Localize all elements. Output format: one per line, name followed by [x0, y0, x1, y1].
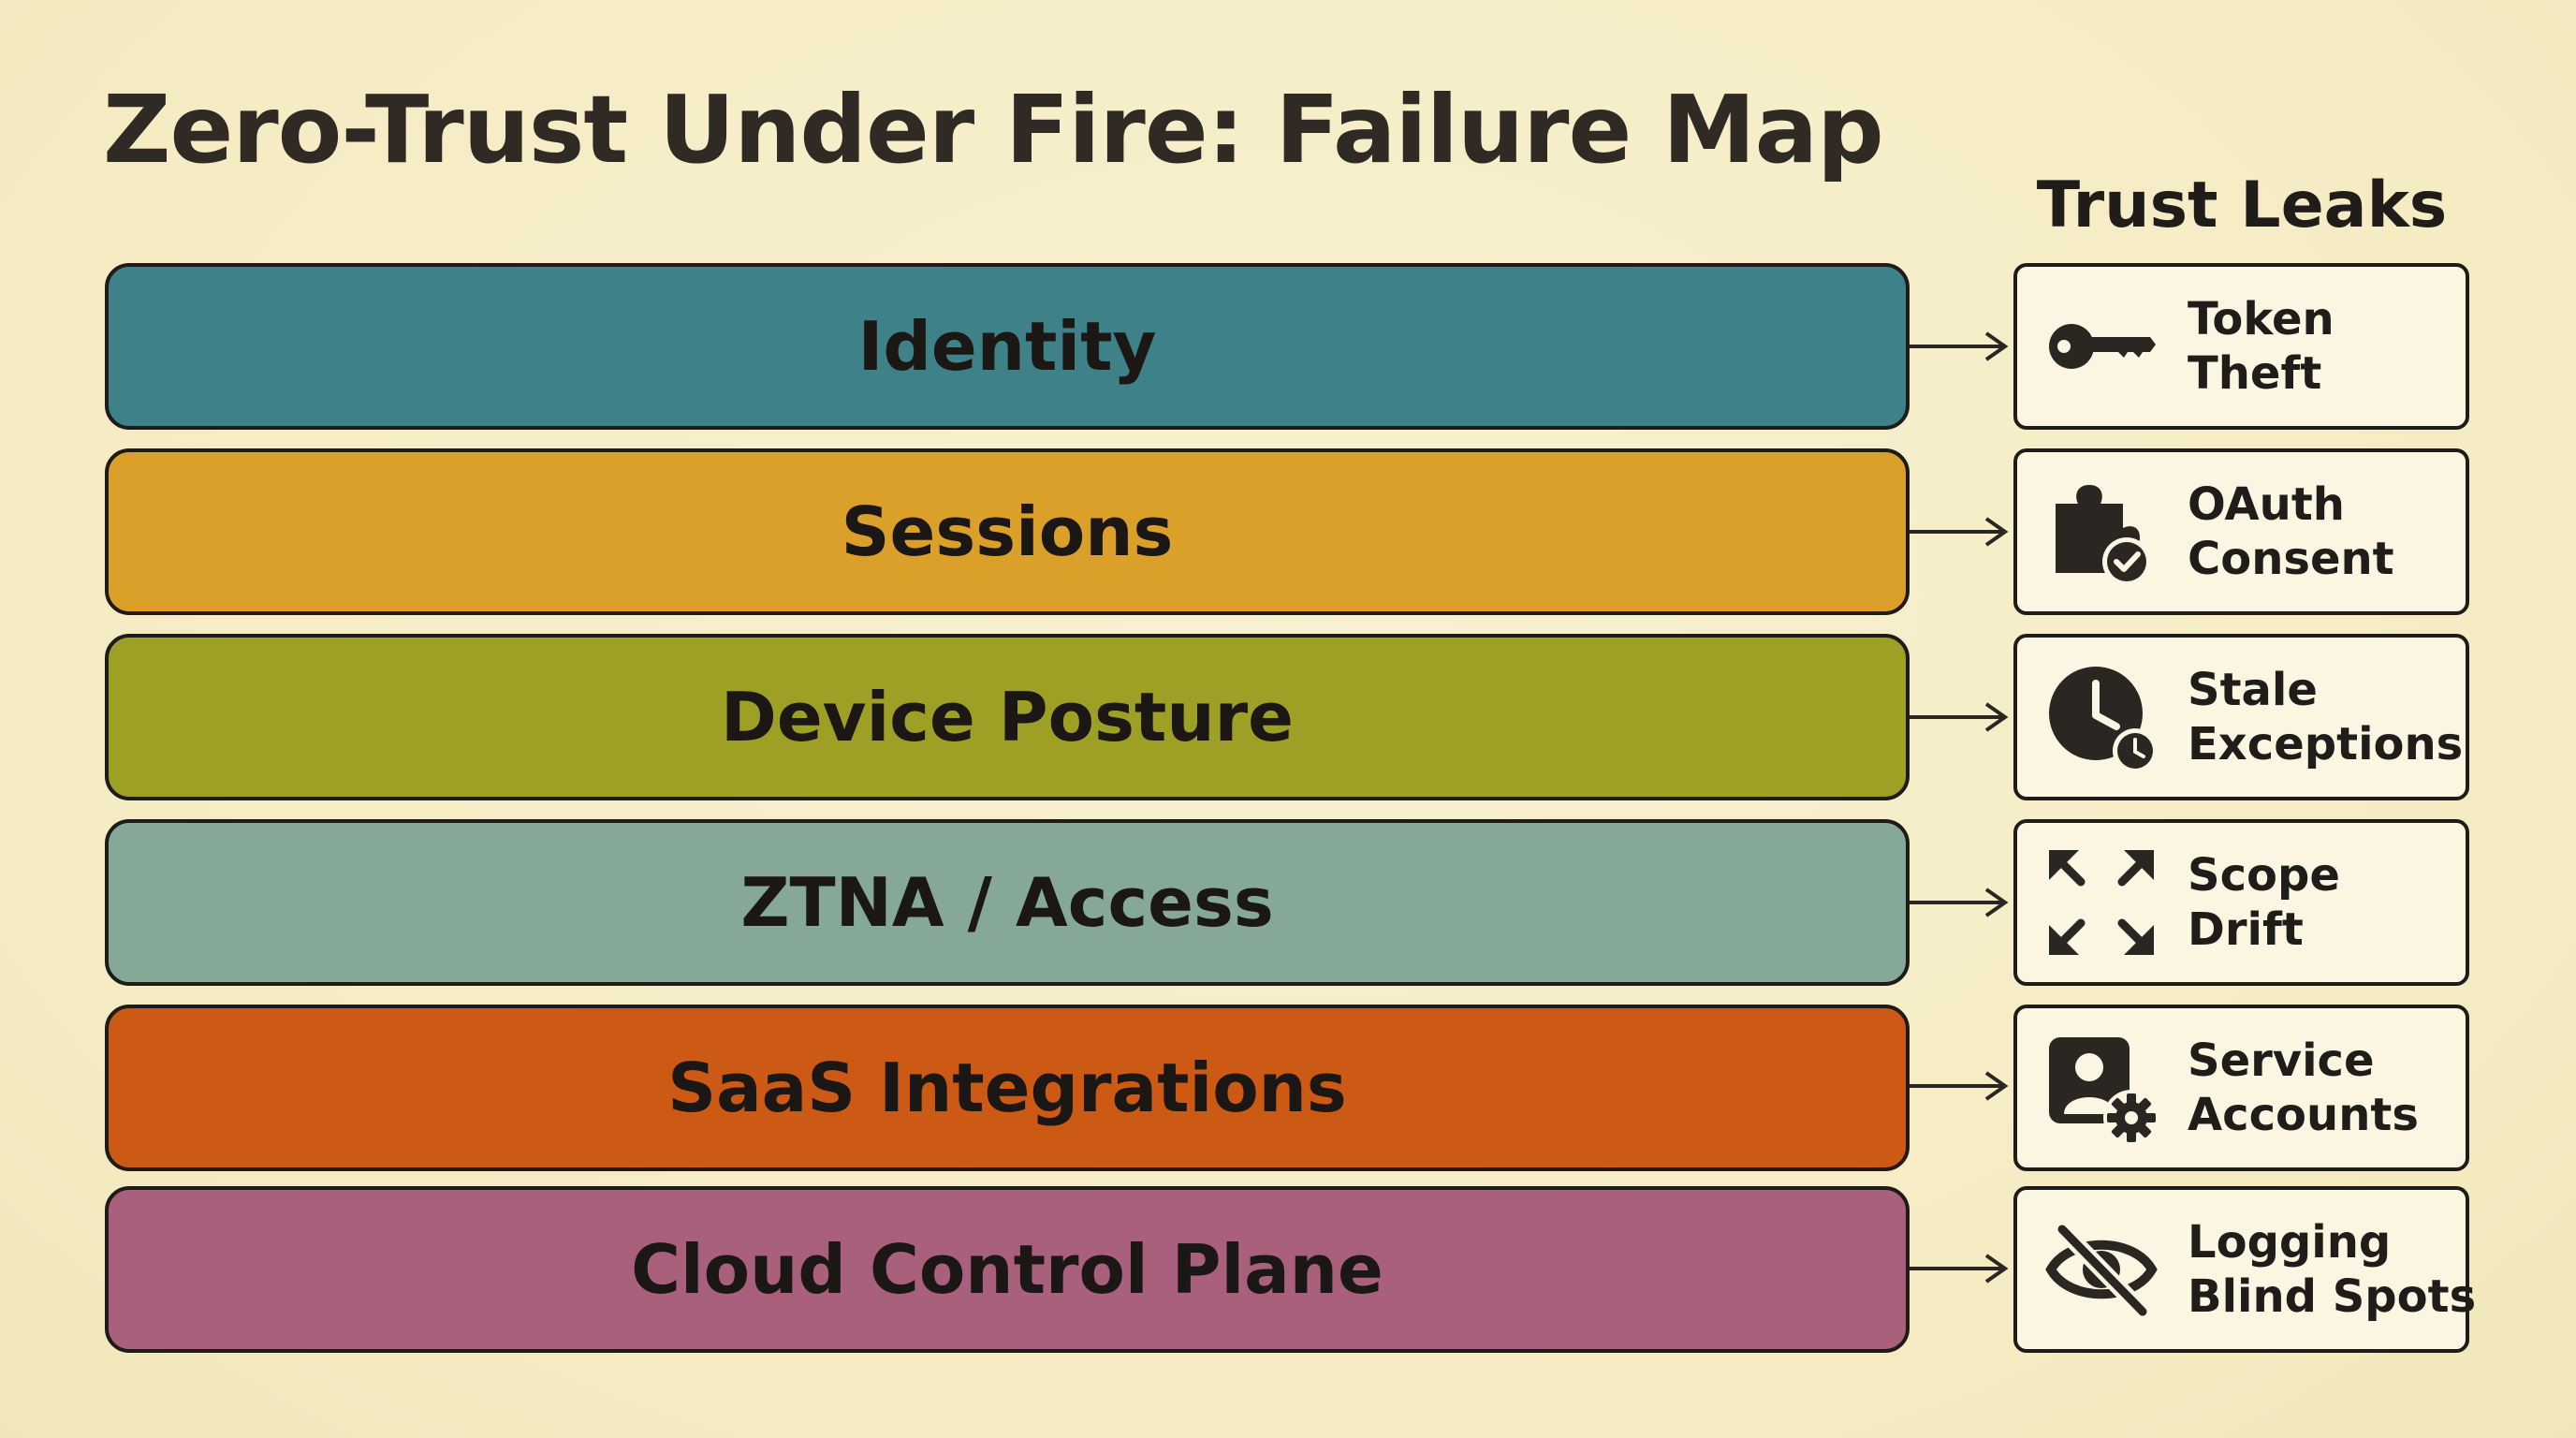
leak-line2: Accounts — [2188, 1089, 2419, 1141]
leak-oauth-consent: OAuth Consent — [2013, 448, 2469, 615]
arrow-icon — [1910, 1071, 2009, 1101]
layer-sessions: Sessions — [105, 448, 1910, 615]
arrow-icon — [1910, 331, 2009, 361]
layer-label: Device Posture — [721, 678, 1294, 756]
leak-line2: Drift — [2188, 903, 2304, 956]
leak-line1: Logging — [2188, 1216, 2392, 1269]
layer-identity: Identity — [105, 263, 1910, 430]
leak-line2: Consent — [2188, 533, 2394, 585]
leak-line1: Token — [2188, 293, 2334, 345]
leak-line1: OAuth — [2188, 478, 2345, 531]
layer-saas-integrations: SaaS Integrations — [105, 1005, 1910, 1171]
leak-logging-blind-spots: Logging Blind Spots — [2013, 1186, 2476, 1353]
page-title: Zero-Trust Under Fire: Failure Map — [103, 75, 1884, 184]
layer-label: ZTNA / Access — [740, 863, 1274, 942]
arrow-icon — [1910, 888, 2009, 917]
leak-line1: Scope — [2188, 849, 2340, 902]
trust-leaks-heading: Trust Leaks — [2036, 169, 2448, 242]
puzzle-check-icon — [2045, 476, 2158, 588]
layer-label: SaaS Integrations — [667, 1049, 1347, 1127]
arrow-icon — [1910, 1254, 2009, 1284]
layer-cloud-control-plane: Cloud Control Plane — [105, 1186, 1910, 1353]
leak-line1: Service — [2188, 1034, 2375, 1087]
arrow-icon — [1910, 702, 2009, 732]
leak-line1: Stale — [2188, 664, 2318, 716]
leak-service-accounts: Service Accounts — [2013, 1005, 2469, 1171]
user-gear-icon — [2045, 1032, 2158, 1144]
leak-token-theft: Token Theft — [2013, 263, 2469, 430]
leak-line2: Theft — [2188, 347, 2322, 400]
arrow-icon — [1910, 517, 2009, 547]
layer-ztna-access: ZTNA / Access — [105, 819, 1910, 986]
layer-label: Sessions — [841, 492, 1174, 571]
expand-arrows-icon — [2045, 846, 2158, 959]
leak-line2: Blind Spots — [2188, 1270, 2477, 1323]
leak-line2: Exceptions — [2188, 718, 2464, 770]
key-icon — [2045, 290, 2158, 403]
leak-stale-exceptions: Stale Exceptions — [2013, 634, 2469, 800]
clock-icon — [2045, 661, 2158, 773]
eye-slash-icon — [2045, 1213, 2158, 1326]
leak-scope-drift: Scope Drift — [2013, 819, 2469, 986]
layer-label: Cloud Control Plane — [631, 1230, 1383, 1309]
layer-device-posture: Device Posture — [105, 634, 1910, 800]
layer-label: Identity — [857, 307, 1157, 386]
